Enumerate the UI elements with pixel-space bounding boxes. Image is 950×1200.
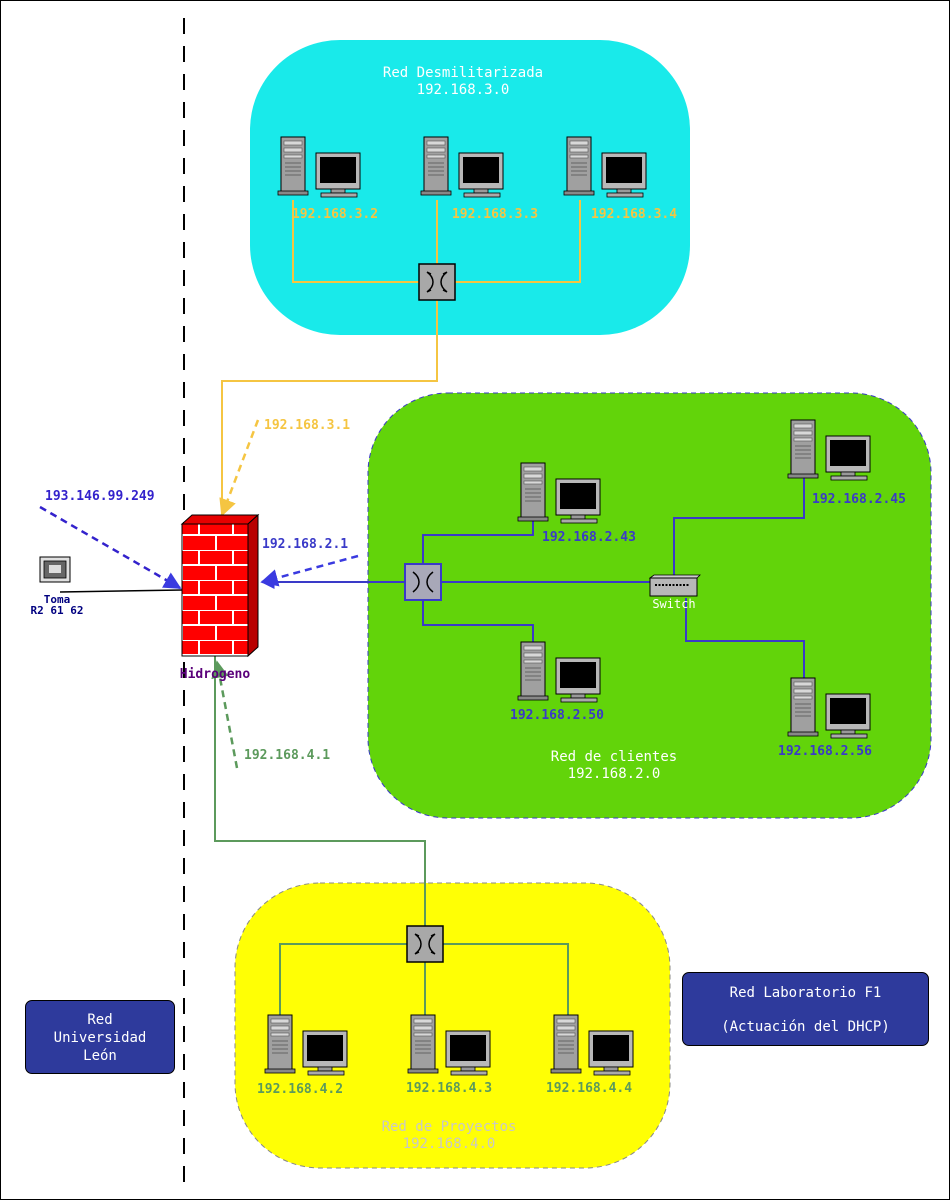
clients-zone-network: 192.168.2.0 xyxy=(568,766,661,782)
firewall-name: Hidrogeno xyxy=(180,667,251,682)
clients-gateway-arrow xyxy=(260,554,359,587)
clients-links xyxy=(260,478,805,680)
firewall-ip-clients: 192.168.2.1 xyxy=(262,537,348,552)
dmz-host-2-ip: 192.168.3.3 xyxy=(452,207,538,222)
dmz-hub-icon xyxy=(418,263,456,301)
projects-hub-icon xyxy=(406,925,444,963)
socket-label-line2: R2 61 62 xyxy=(31,604,84,617)
firewall-icon xyxy=(180,513,260,658)
switch-label: Switch xyxy=(652,597,695,611)
socket-link xyxy=(59,589,183,593)
projects-links xyxy=(214,656,569,1015)
dmz-host-3-ip: 192.168.3.4 xyxy=(591,207,677,222)
network-switch-icon xyxy=(648,574,701,597)
firewall-ip-external: 193.146.99.249 xyxy=(45,489,155,504)
clients-zone xyxy=(367,392,932,819)
firewall-ip-projects: 192.168.4.1 xyxy=(244,748,330,763)
clients-zone-name: Red de clientes xyxy=(551,749,677,765)
wall-socket-icon xyxy=(39,556,71,583)
client-host-45-ip: 192.168.2.45 xyxy=(812,492,906,507)
external-gateway-arrow xyxy=(39,505,182,590)
lab-box-line1: Red Laboratorio F1 xyxy=(729,985,882,1001)
projects-zone xyxy=(234,882,671,1169)
dmz-links xyxy=(221,200,581,510)
clients-hub-icon xyxy=(404,563,442,601)
lab-network-box: Red Laboratorio F1 (Actuación del DHCP) xyxy=(682,972,929,1046)
lab-box-line2: (Actuación del DHCP) xyxy=(721,1019,890,1035)
client-host-56-ip: 192.168.2.56 xyxy=(778,744,872,759)
dmz-host-1-ip: 192.168.3.2 xyxy=(292,207,378,222)
dmz-gateway-arrow xyxy=(219,419,260,517)
university-network-box: Red Universidad León xyxy=(25,1000,175,1074)
university-box-line2: Universidad xyxy=(53,1030,147,1046)
socket-label-line1: Toma xyxy=(44,593,71,606)
university-box-line1: Red xyxy=(87,1012,113,1028)
client-host-50-ip: 192.168.2.50 xyxy=(510,708,604,723)
dmz-zone-network: 192.168.3.0 xyxy=(417,82,510,98)
dmz-zone-name: Red Desmilitarizada xyxy=(383,65,543,81)
university-box-line3: León xyxy=(83,1048,117,1064)
project-host-3-ip: 192.168.4.3 xyxy=(406,1081,492,1096)
firewall-ip-dmz: 192.168.3.1 xyxy=(264,418,350,433)
projects-zone-network: 192.168.4.0 xyxy=(403,1136,496,1152)
projects-zone-name: Red de Proyectos xyxy=(382,1119,517,1135)
projects-gateway-arrow xyxy=(211,660,239,769)
project-host-4-ip: 192.168.4.4 xyxy=(546,1081,632,1096)
client-host-43-ip: 192.168.2.43 xyxy=(542,530,636,545)
project-host-2-ip: 192.168.4.2 xyxy=(257,1082,343,1097)
